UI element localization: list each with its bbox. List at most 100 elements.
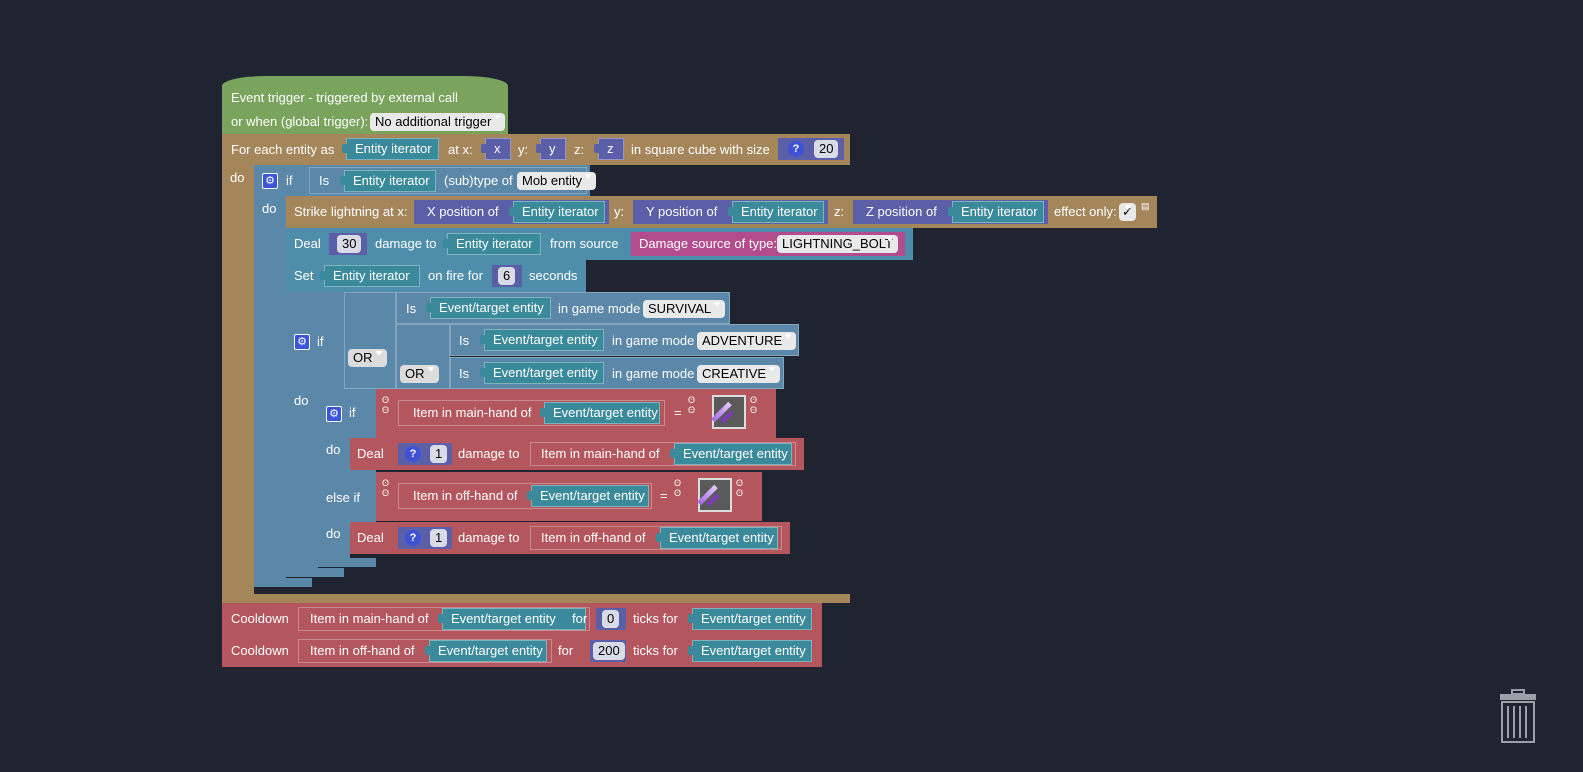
- on-fire-label: on fire for: [428, 268, 483, 283]
- is-survival-block[interactable]: Is Event/target entity in game mode SURV…: [396, 292, 730, 324]
- else-if-block[interactable]: else if: [318, 470, 376, 522]
- item-main-hand-block[interactable]: Item in main-hand of Event/target entity: [530, 442, 796, 466]
- cooldown-target-3[interactable]: Event/target entity: [425, 640, 547, 662]
- cooldown-item-main[interactable]: Item in main-hand of Event/target entity: [298, 607, 590, 631]
- entity-iterator-var[interactable]: Entity iterator: [342, 138, 439, 160]
- is-creative-block[interactable]: Is Event/target entity in game mode CREA…: [450, 357, 784, 389]
- z-position-block[interactable]: Z position of Entity iterator: [853, 200, 1048, 224]
- deal-damage-block[interactable]: Deal 30 damage to Entity iterator from s…: [286, 228, 913, 260]
- survival-dropdown[interactable]: SURVIVAL: [643, 300, 726, 318]
- main-hand-item-block[interactable]: Item in main-hand of Event/target entity: [398, 400, 665, 426]
- is-subtype-block[interactable]: Is Entity iterator (sub)type of Mob enti…: [309, 167, 596, 194]
- comment-icon[interactable]: ▤: [1141, 201, 1150, 211]
- y-var[interactable]: y: [536, 138, 566, 160]
- entity-iterator-x[interactable]: Entity iterator: [509, 201, 605, 223]
- z-var[interactable]: z: [594, 138, 624, 160]
- global-trigger-dropdown[interactable]: No additional trigger: [370, 113, 506, 131]
- fire-seconds-block[interactable]: 6: [492, 265, 522, 287]
- deal-off-hand-block[interactable]: Deal ? 1 damage to Item in off-hand of E…: [350, 522, 790, 554]
- effect-only-checkbox[interactable]: ✓: [1119, 203, 1136, 221]
- if-item-do-label: do: [326, 442, 341, 457]
- deal-main-hand-block[interactable]: Deal ? 1 damage to Item in main-hand of …: [350, 438, 804, 470]
- amount-off[interactable]: 1: [430, 529, 448, 547]
- is-adventure-block[interactable]: Is Event/target entity in game mode ADVE…: [450, 324, 799, 356]
- cooldown-target-1[interactable]: Event/target entity: [438, 608, 586, 630]
- entity-iterator-fire[interactable]: Entity iterator: [320, 265, 420, 287]
- sword-icon[interactable]: [697, 478, 732, 512]
- or-dropdown-2[interactable]: OR: [400, 365, 439, 383]
- if-item-block[interactable]: ⚙ if: [318, 389, 376, 438]
- amount-block-off[interactable]: ? 1: [398, 527, 452, 549]
- cooldown-target-4[interactable]: Event/target entity: [688, 640, 812, 662]
- trash-icon[interactable]: [1498, 688, 1538, 744]
- damage-type-dropdown[interactable]: LIGHTNING_BOLT: [777, 235, 899, 253]
- cooldown-target-2[interactable]: Event/target entity: [688, 608, 812, 630]
- gear-icon[interactable]: ⚙: [262, 173, 278, 189]
- or-block-2[interactable]: OR: [396, 324, 450, 389]
- creative-dropdown[interactable]: CREATIVE: [697, 365, 781, 383]
- ticks-block-2[interactable]: 200: [590, 640, 626, 662]
- equals-label: =: [674, 405, 682, 420]
- entity-iterator-deal[interactable]: Entity iterator: [443, 233, 541, 255]
- target-entity-deal-off[interactable]: Event/target entity: [656, 527, 778, 549]
- game-mode-label-2: in game mode: [612, 333, 695, 348]
- event-trigger-block[interactable]: Event trigger - triggered by external ca…: [222, 76, 508, 134]
- for-each-body-bar: [222, 165, 254, 596]
- ticks-value-2[interactable]: 200: [593, 642, 625, 660]
- help-icon: ?: [788, 141, 804, 157]
- amount-main[interactable]: 1: [430, 445, 448, 463]
- damage-to-off: damage to: [458, 530, 520, 545]
- y-label-strike: y:: [614, 204, 625, 219]
- if-gamemode-block[interactable]: ⚙ if: [286, 292, 344, 389]
- target-entity-creative[interactable]: Event/target entity: [480, 362, 604, 384]
- x-position-block[interactable]: X position of Entity iterator: [414, 200, 609, 224]
- for-label-1: for: [572, 611, 588, 626]
- ticks-block-1[interactable]: 0: [596, 608, 626, 630]
- mob-entity-dropdown[interactable]: Mob entity: [517, 172, 596, 190]
- size-value[interactable]: 20: [814, 140, 839, 158]
- cooldown-main-block[interactable]: Cooldown Item in main-hand of Event/targ…: [222, 603, 822, 635]
- set-label: Set: [294, 268, 314, 283]
- if-gamemode-do-label: do: [294, 393, 309, 408]
- item-off-hand-block[interactable]: Item in off-hand of Event/target entity: [530, 526, 782, 550]
- sword-icon[interactable]: [711, 395, 746, 429]
- or-dropdown-1[interactable]: OR: [348, 349, 387, 367]
- amount-block-main[interactable]: ? 1: [398, 443, 452, 465]
- cooldown-item-off[interactable]: Item in off-hand of Event/target entity: [298, 639, 552, 663]
- entity-iterator-z[interactable]: Entity iterator: [948, 201, 1044, 223]
- target-entity-adventure[interactable]: Event/target entity: [480, 329, 604, 351]
- target-entity-deal-main[interactable]: Event/target entity: [670, 443, 792, 465]
- is-label-survival: Is: [406, 301, 417, 316]
- damage-amount-block[interactable]: 30: [329, 233, 367, 255]
- fire-seconds[interactable]: 6: [498, 267, 516, 285]
- game-mode-label-3: in game mode: [612, 366, 695, 381]
- target-entity-off[interactable]: Event/target entity: [527, 485, 649, 507]
- for-each-do-label: do: [230, 170, 245, 185]
- ticks-value-1[interactable]: 0: [602, 610, 620, 628]
- x-var[interactable]: x: [481, 138, 511, 160]
- cooldown-off-block[interactable]: Cooldown Item in off-hand of Event/targe…: [222, 635, 822, 667]
- strike-lightning-block[interactable]: Strike lightning at x: X position of Ent…: [286, 196, 1157, 228]
- ticks-for-label-1: ticks for: [633, 611, 678, 626]
- set-on-fire-block[interactable]: Set Entity iterator on fire for 6 second…: [286, 260, 586, 292]
- or-block-1[interactable]: OR: [344, 292, 396, 389]
- gear-icon[interactable]: ⚙: [294, 334, 310, 350]
- damage-source-block[interactable]: Damage source of type: LIGHTNING_BOLT: [631, 232, 905, 256]
- off-hand-label-2: Item in off-hand of: [541, 530, 646, 545]
- target-entity-survival[interactable]: Event/target entity: [426, 297, 551, 319]
- for-each-block[interactable]: For each entity as Entity iterator at x:…: [222, 134, 850, 165]
- off-hand-item-block[interactable]: Item in off-hand of Event/target entity: [398, 483, 652, 509]
- adventure-dropdown[interactable]: ADVENTURE: [697, 332, 797, 350]
- damage-amount[interactable]: 30: [337, 235, 362, 253]
- if-mob-block[interactable]: ⚙ if Is Entity iterator (sub)type of Mob…: [254, 165, 596, 196]
- target-entity-main[interactable]: Event/target entity: [540, 402, 660, 424]
- y-position-block[interactable]: Y position of Entity iterator: [633, 200, 828, 224]
- size-number-block[interactable]: ? 20: [778, 138, 844, 160]
- gear-icon[interactable]: ⚙: [326, 406, 342, 422]
- entity-iterator-field[interactable]: Entity iterator: [340, 170, 436, 192]
- entity-iterator-y[interactable]: Entity iterator: [728, 201, 824, 223]
